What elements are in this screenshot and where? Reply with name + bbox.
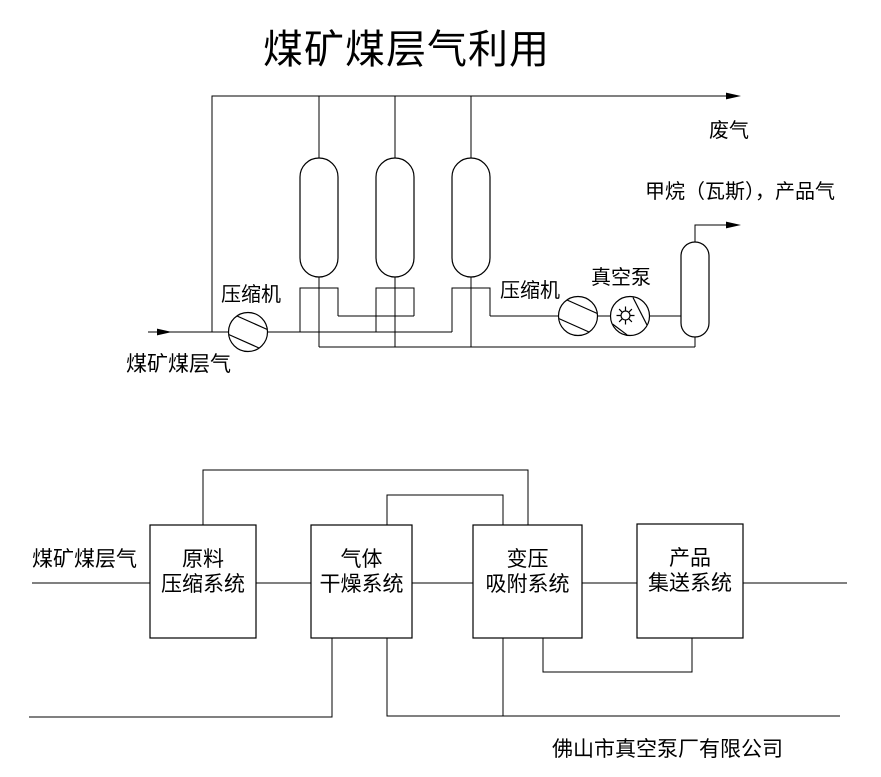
- system-box-3-line1: 变压: [506, 546, 549, 571]
- feed-arrow: [157, 328, 172, 336]
- recycle-line-1: [202, 469, 529, 525]
- compressor2-label: 压缩机: [500, 280, 560, 302]
- system-box-2: [310, 524, 413, 639]
- adsorber-vessel-1: [299, 157, 339, 278]
- system-box-4-line2: 集送系统: [648, 571, 732, 595]
- compressor1-label: 压缩机: [221, 284, 281, 306]
- box3-box4-link: [542, 638, 693, 673]
- compressor1-icon: [227, 311, 269, 353]
- waste-gas-pipe: [211, 95, 726, 332]
- vacuum-pump-icon: [609, 295, 651, 337]
- system-box-4-label: 产品 集送系统: [637, 514, 743, 628]
- system-box-1-label: 原料 压缩系统: [150, 515, 256, 628]
- valve-nest-2: [375, 287, 415, 332]
- vessel-top-risers: [318, 96, 472, 158]
- valve-nest-3: [451, 287, 491, 332]
- product-vessel: [680, 241, 710, 338]
- waste-gas-label: 废气: [709, 120, 749, 142]
- recycle-line-2: [386, 494, 504, 525]
- system-box-4: [636, 523, 744, 639]
- vessel-bottom-lines: [318, 277, 472, 347]
- adsorber-vessel-2: [375, 157, 415, 278]
- system-box-4-line1: 产品: [669, 546, 711, 570]
- system-box-2-line1: 气体: [340, 546, 383, 571]
- feed-gas-label-bottom: 煤矿煤层气: [32, 547, 137, 571]
- system-box-3-line2: 吸附系统: [485, 571, 570, 596]
- feed-gas-label-top: 煤矿煤层气: [126, 352, 231, 376]
- product-outlet-pipe: [694, 224, 726, 242]
- system-box-2-label: 气体 干燥系统: [311, 515, 412, 628]
- bottom-return-line-right: [386, 638, 840, 717]
- valve-nest-1: [299, 287, 339, 332]
- product-gas-label: 甲烷（瓦斯），产品气: [645, 181, 835, 203]
- system-box-1: [149, 524, 257, 639]
- system-box-3-label: 变压 吸附系统: [473, 515, 582, 628]
- vacuum-pump-star: [616, 306, 635, 325]
- company-name: 佛山市真空泵厂有限公司: [552, 737, 783, 761]
- waste-gas-arrow: [726, 92, 741, 100]
- vacuum-pump-label: 真空泵: [591, 267, 651, 289]
- system-box-1-line2: 压缩系统: [161, 571, 245, 596]
- adsorber-vessel-3: [451, 157, 491, 278]
- system-box-2-line2: 干燥系统: [319, 571, 404, 596]
- product-gas-arrow: [726, 221, 741, 229]
- compressor2-icon: [557, 295, 599, 337]
- page-title: 煤矿煤层气利用: [263, 27, 550, 72]
- system-box-1-line1: 原料: [182, 546, 224, 571]
- bottom-return-line-left: [29, 638, 333, 718]
- system-box-3: [472, 524, 583, 639]
